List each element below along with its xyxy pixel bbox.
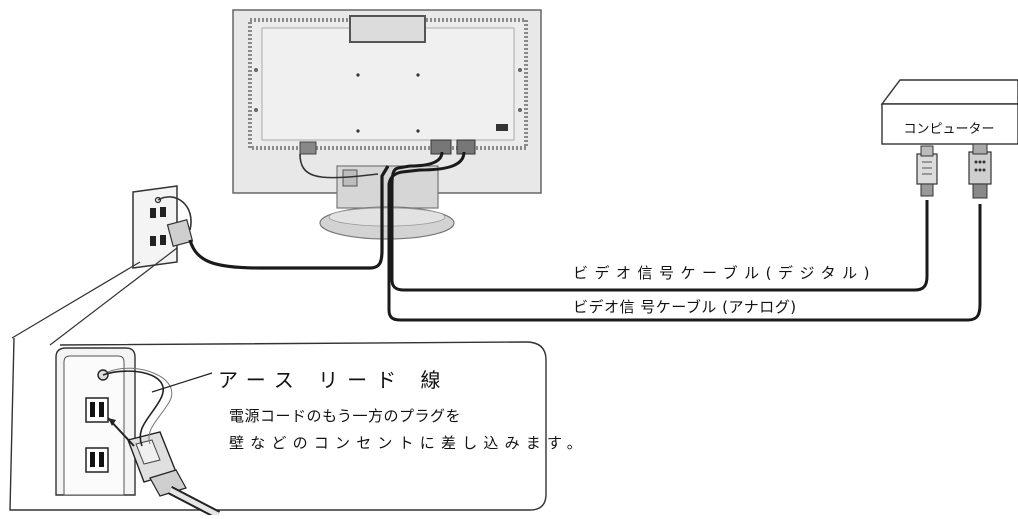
dvi-connector-icon	[916, 145, 938, 197]
digital-cable	[390, 151, 929, 292]
analog-cable-label: ビデオ信 号ケーブル (アナログ)	[573, 298, 797, 316]
monitor-icon	[232, 9, 542, 240]
callout-line	[11, 261, 141, 339]
vga-connector-icon	[968, 143, 992, 199]
computer-icon	[880, 79, 1018, 145]
wall-outlet-icon	[132, 185, 178, 269]
analog-cable	[387, 151, 982, 322]
callout-box	[9, 337, 547, 511]
earth-label-leader	[151, 372, 213, 393]
instruction-line-1: 電源コードのもう一方のプラグを	[229, 407, 462, 425]
earth-wire-large-shadow	[107, 367, 173, 445]
monitor-cable-strip	[299, 153, 379, 179]
digital-cable-label: ビデオ信号ケーブル(デジタル)	[573, 264, 877, 282]
wall-outlet-large-icon	[55, 347, 136, 496]
power-cord	[188, 165, 390, 270]
plug-icon	[166, 219, 194, 247]
earth-lead-label: アース リード 線	[218, 368, 450, 392]
instruction-line-2: 壁などのコンセントに差し込みます。	[229, 434, 588, 452]
callout-line	[49, 247, 178, 346]
earth-wire-large	[102, 370, 164, 447]
earth-wire	[157, 196, 192, 231]
computer-label: コンピューター	[903, 122, 995, 137]
